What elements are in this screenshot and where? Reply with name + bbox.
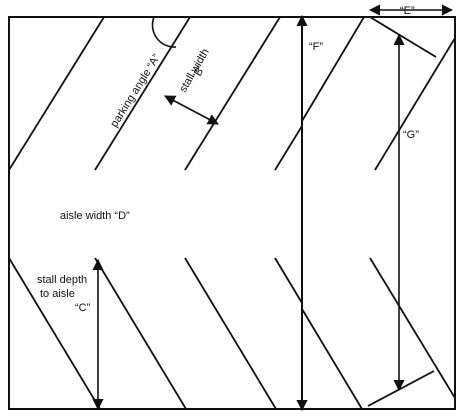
aisle-width-label: aisle width “D” <box>60 210 130 222</box>
stall-depth-label-line3: “C” <box>75 302 91 314</box>
dimension-g-label: “G” <box>403 129 419 141</box>
stall-depth-label-line1: stall depth <box>37 274 87 286</box>
upper-left-stall-lines <box>8 16 303 171</box>
lot-boundary <box>8 16 456 410</box>
stall-end-line-top <box>369 16 437 58</box>
lower-left-stall-lines <box>8 257 303 410</box>
dimension-e-label: “E” <box>400 5 415 17</box>
lower-right-stall-lines <box>301 257 456 410</box>
stall-depth-label-line2: to aisle <box>40 288 75 300</box>
stall-end-line-bottom <box>367 370 435 407</box>
stall-width-dimension <box>164 95 219 125</box>
parking-angle-label: parking angle “A” <box>108 52 163 130</box>
upper-right-stall-lines <box>301 16 456 171</box>
parking-angle-arc <box>151 16 177 48</box>
dimension-f-label: “F” <box>309 41 323 53</box>
